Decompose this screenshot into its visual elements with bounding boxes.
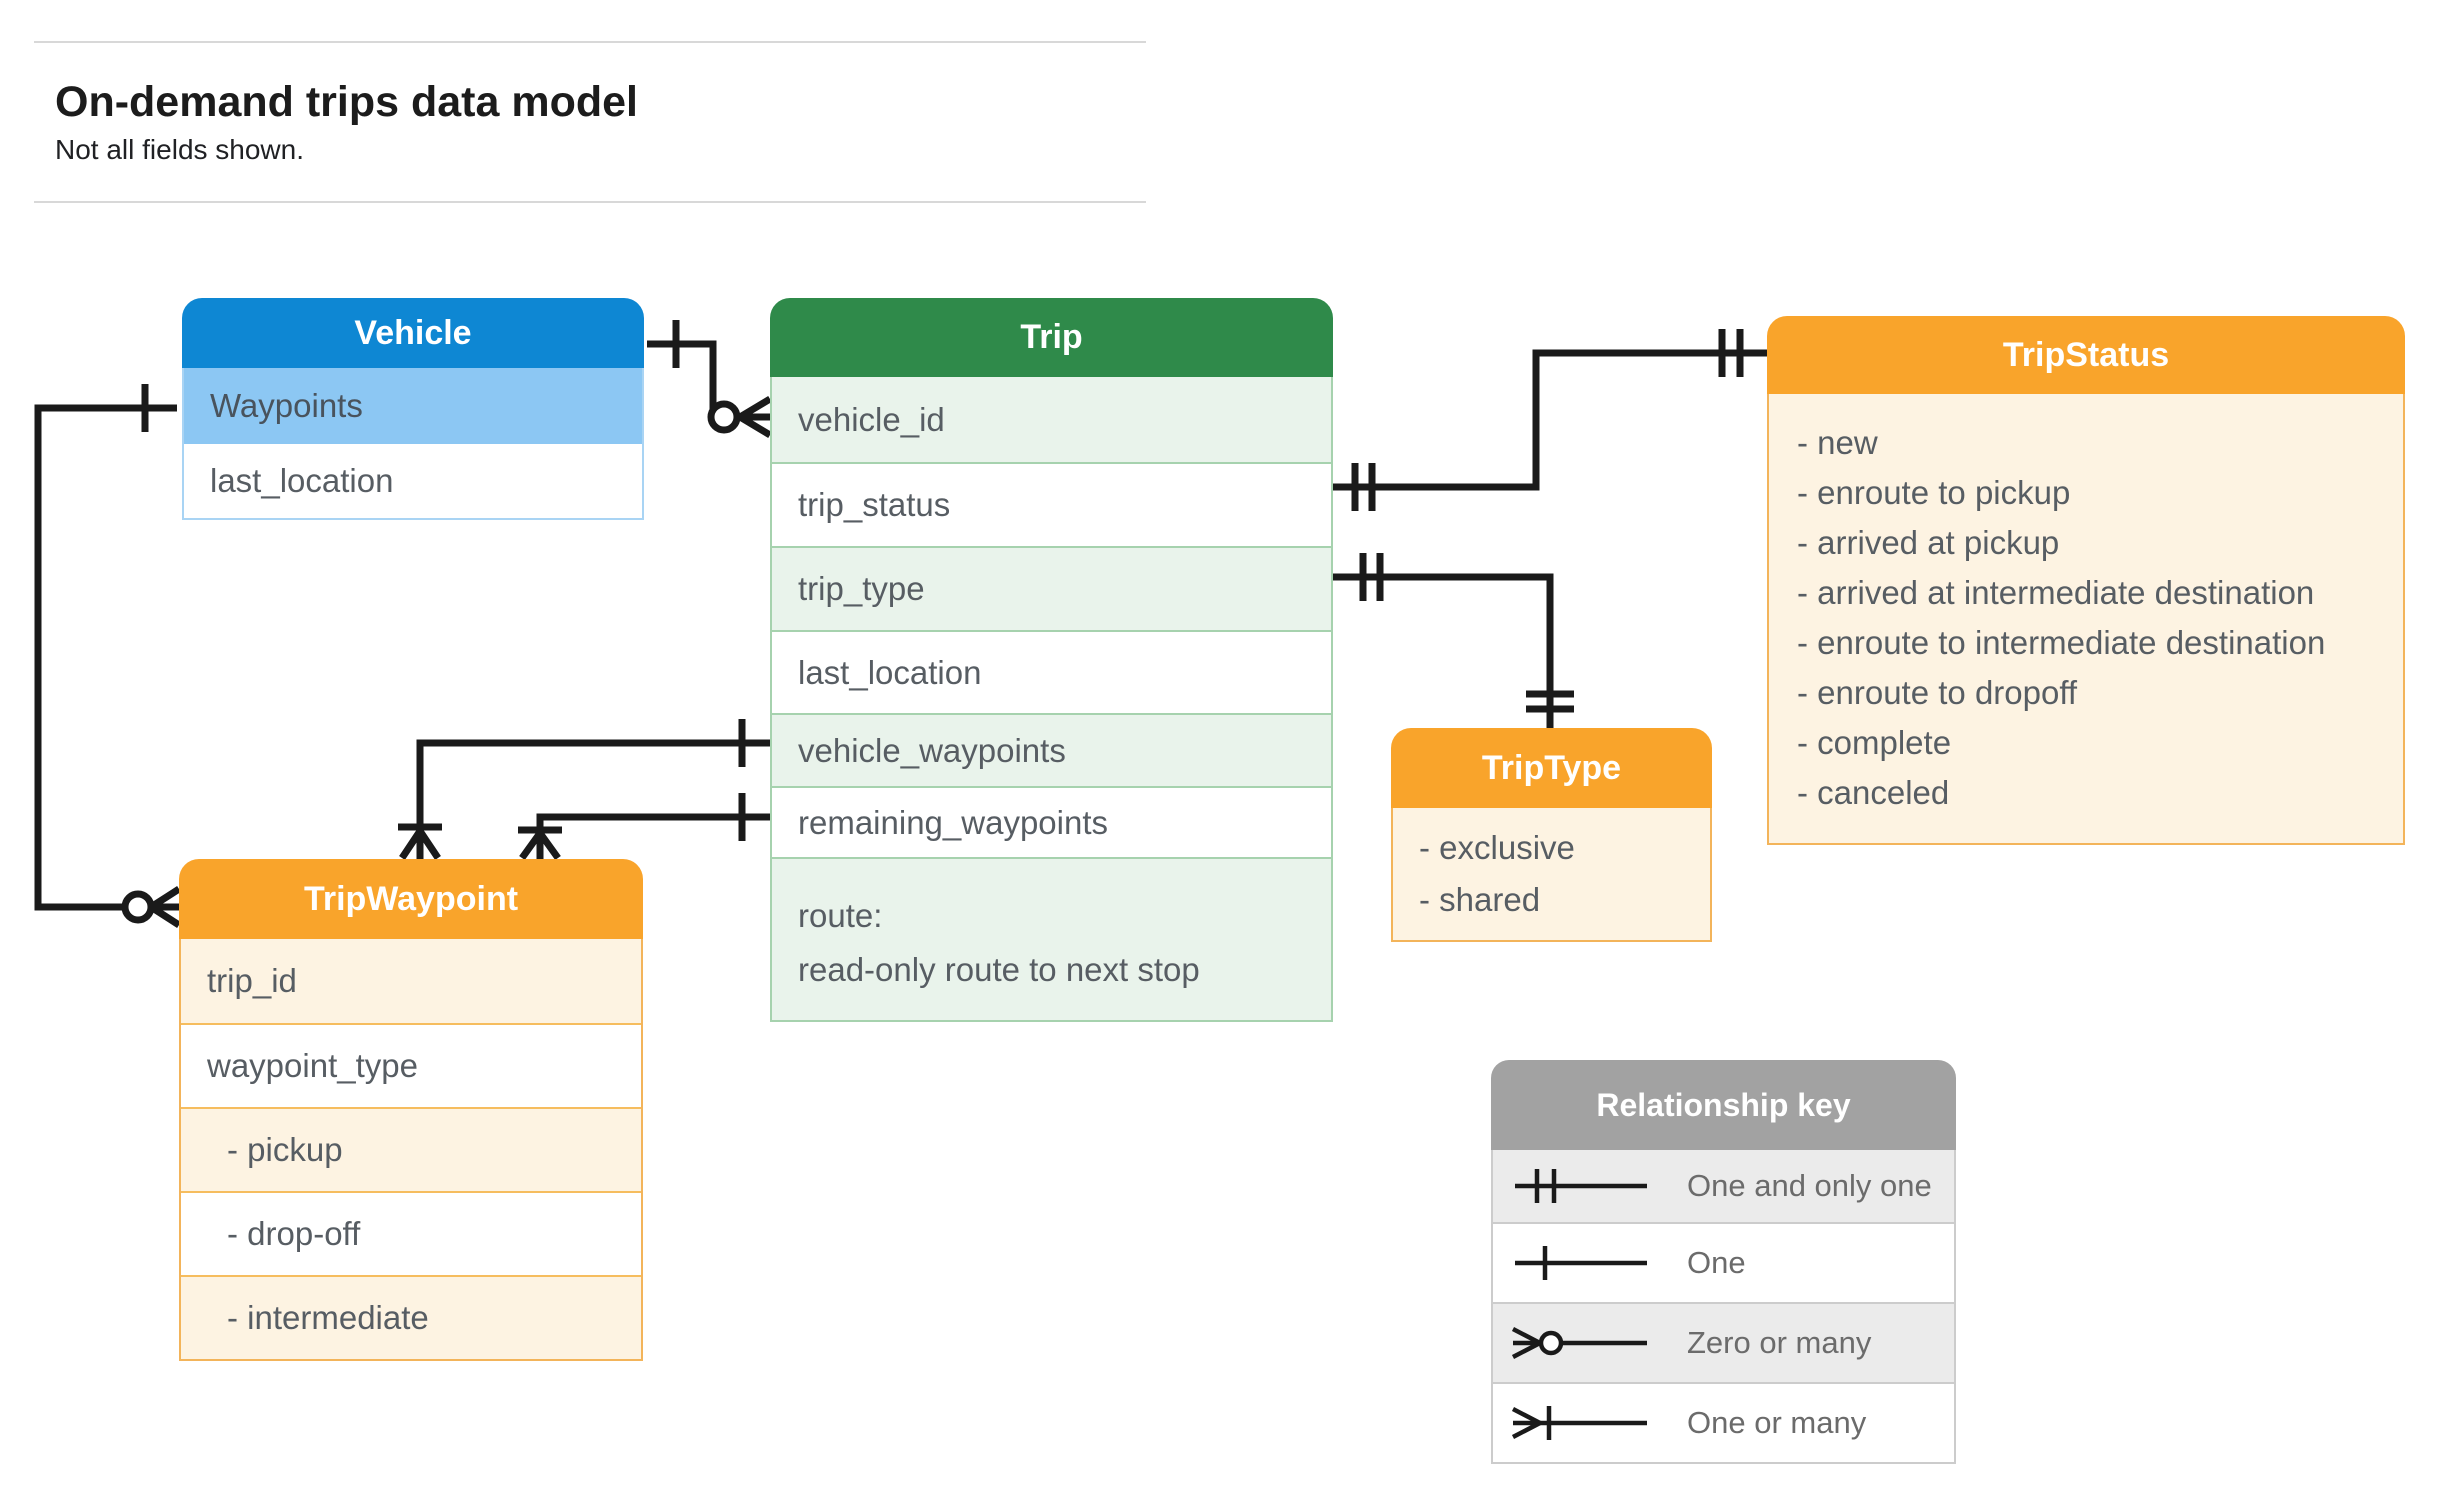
zero-circle-icon [121, 890, 155, 924]
field-row-waypoint-type: waypoint_type [181, 1023, 641, 1107]
entity-body-vehicle: Waypoints last_location [182, 368, 644, 520]
connector-line [536, 813, 770, 859]
field-row-last-location: last_location [184, 444, 642, 518]
crow-foot-icon [519, 830, 561, 861]
field-label: trip_id [207, 962, 297, 999]
relationship-key-header: Relationship key [1491, 1060, 1956, 1150]
field-label: trip_status [798, 486, 951, 523]
field-label: - pickup [227, 1131, 343, 1168]
field-label: vehicle_id [798, 400, 945, 438]
field-label: waypoint_type [207, 1047, 418, 1084]
field-label: Waypoints [210, 387, 363, 424]
field-row-remaining-waypoints: remaining_waypoints [772, 786, 1331, 857]
entity-trip: Trip vehicle_id trip_status trip_type la… [770, 298, 1333, 1022]
field-label: last_location [210, 462, 394, 499]
enum-value: - arrived at intermediate destination [1797, 574, 2315, 611]
entity-body-triptype: - exclusive - shared [1391, 808, 1712, 942]
enum-value: - enroute to intermediate destination [1797, 624, 2326, 661]
connector-vehicle-trip [647, 320, 772, 439]
legend-label: One and only one [1687, 1168, 1932, 1203]
entity-tripwaypoint: TripWaypoint trip_id waypoint_type - pic… [179, 859, 643, 1361]
legend-row-one: One [1493, 1222, 1954, 1302]
entity-header-tripwaypoint: TripWaypoint [179, 859, 643, 939]
field-label: vehicle_waypoints [798, 731, 1066, 769]
crow-foot-icon [149, 886, 181, 928]
crow-foot-icon [738, 395, 772, 439]
relationship-key: Relationship key One and only one One Ze… [1491, 1060, 1956, 1464]
connector-line [647, 340, 740, 421]
enum-value: - arrived at pickup [1797, 524, 2060, 561]
field-row-intermediate: - intermediate [181, 1275, 641, 1359]
entity-vehicle: Vehicle Waypoints last_location [182, 298, 644, 520]
one-and-only-one-icon [1515, 1169, 1647, 1203]
field-row-pickup: - pickup [181, 1107, 641, 1191]
legend-label: Zero or many [1687, 1325, 1872, 1360]
field-row-trip-id: trip_id [181, 939, 641, 1023]
entity-body-trip: vehicle_id trip_status trip_type last_lo… [770, 377, 1333, 1022]
one-or-many-icon [1511, 1406, 1647, 1440]
legend-row-one-or-many: One or many [1493, 1382, 1954, 1462]
enum-value: - new [1797, 424, 1878, 461]
legend-row-zero-or-many: Zero or many [1493, 1302, 1954, 1382]
field-label: remaining_waypoints [798, 803, 1109, 841]
enum-value: - exclusive [1419, 829, 1575, 866]
field-label: - drop-off [227, 1215, 361, 1252]
entity-triptype: TripType - exclusive - shared [1391, 728, 1712, 942]
connector-line [1333, 573, 1554, 728]
double-tick-icon [1718, 329, 1744, 377]
entity-header-tripstatus: TripStatus [1767, 316, 2405, 394]
field-row-trip-type: trip_type [772, 546, 1331, 630]
connector-line [1333, 349, 1767, 491]
entity-header-triptype: TripType [1391, 728, 1712, 808]
zero-circle-icon [707, 400, 741, 434]
connector-vehicle-tripwaypoint [34, 384, 181, 928]
field-description: read-only route to next stop [798, 951, 1200, 988]
field-row-vehicle-waypoints: vehicle_waypoints [772, 713, 1331, 786]
entity-tripstatus: TripStatus - new - enroute to pickup - a… [1767, 316, 2405, 845]
field-row-trip-status: trip_status [772, 462, 1331, 546]
entity-header-vehicle: Vehicle [182, 298, 644, 368]
field-label: - intermediate [227, 1299, 429, 1336]
connector-vehiclewaypoints-tripwaypoint [398, 719, 770, 860]
connector-line [34, 404, 177, 911]
one-icon [1515, 1246, 1647, 1280]
zero-or-many-icon [1511, 1327, 1647, 1359]
enum-value: - canceled [1797, 774, 1950, 811]
field-row-vehicle-id: vehicle_id [772, 377, 1331, 462]
field-row-last-location: last_location [772, 630, 1331, 713]
entity-body-tripstatus: - new - enroute to pickup - arrived at p… [1767, 394, 2405, 845]
field-label: last_location [798, 653, 982, 691]
double-tick-icon [1351, 463, 1376, 511]
legend-row-one-and-only-one: One and only one [1493, 1150, 1954, 1222]
connector-remainingwaypoints-tripwaypoint [518, 793, 770, 861]
double-tick-icon [1526, 690, 1574, 713]
field-label: trip_type [798, 570, 925, 607]
crow-foot-icon [399, 829, 441, 860]
double-tick-icon [1359, 553, 1384, 601]
field-row-waypoints: Waypoints [184, 368, 642, 444]
connector-line [416, 739, 770, 859]
field-label: route: [798, 897, 883, 934]
page-title: On-demand trips data model [55, 78, 638, 126]
relationship-key-body: One and only one One Zero or many One or… [1491, 1150, 1956, 1464]
entity-body-tripwaypoint: trip_id waypoint_type - pickup - drop-of… [179, 939, 643, 1361]
enum-value: - enroute to pickup [1797, 474, 2071, 511]
entity-header-trip: Trip [770, 298, 1333, 377]
connector-trip-triptype [1333, 553, 1574, 728]
field-row-route: route: read-only route to next stop [772, 857, 1331, 1020]
bottom-divider [34, 201, 1146, 203]
field-row-drop-off: - drop-off [181, 1191, 641, 1275]
enum-value: - shared [1419, 881, 1541, 918]
connector-trip-tripstatus [1333, 329, 1767, 511]
legend-label: One or many [1687, 1405, 1867, 1440]
legend-label: One [1687, 1245, 1746, 1280]
top-divider [34, 41, 1146, 43]
page-subtitle: Not all fields shown. [55, 134, 305, 165]
enum-value: - complete [1797, 724, 1952, 761]
enum-value: - enroute to dropoff [1797, 674, 2078, 711]
